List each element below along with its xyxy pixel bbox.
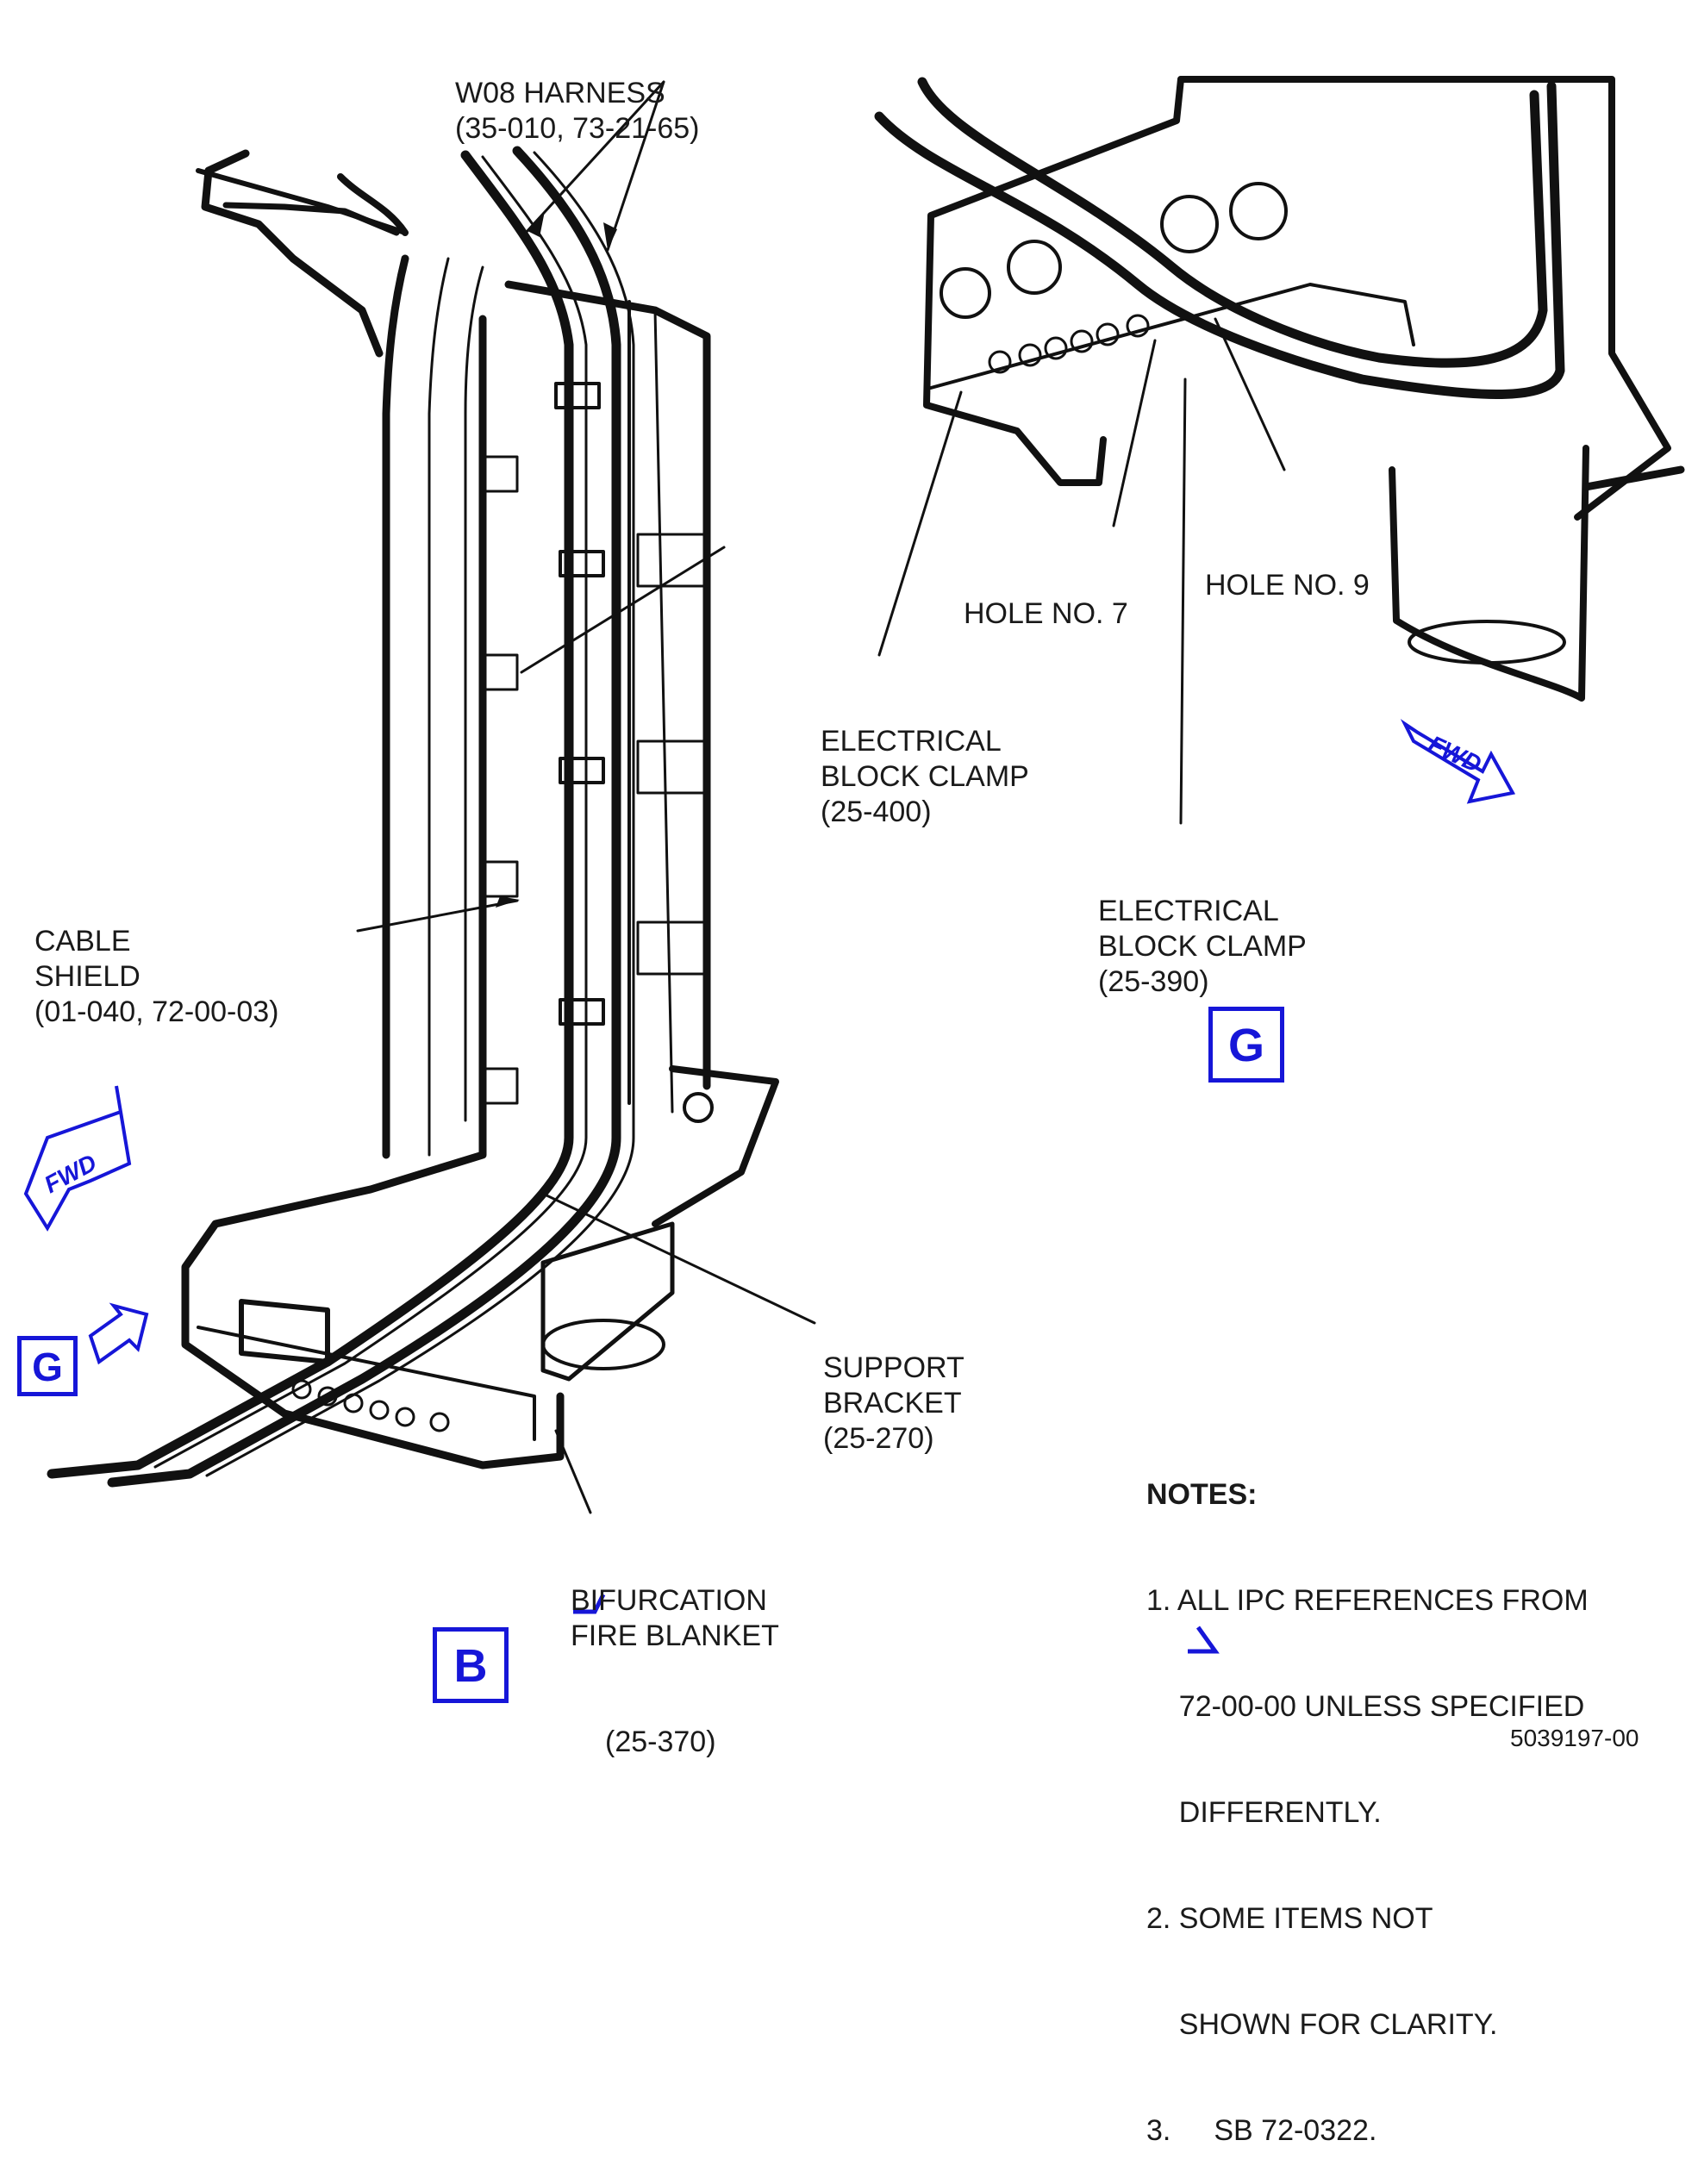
fwd-arrow-right: FWD	[1400, 719, 1516, 804]
figure-number: 5039197-00	[1510, 1725, 1639, 1751]
fwd-label-left: FWD	[40, 1149, 101, 1198]
view-g-arrow	[88, 1302, 149, 1365]
view-label-g-detail: G	[1208, 1007, 1284, 1083]
label-hole-9: HOLE NO. 9	[1205, 569, 1370, 602]
label-hole-7: HOLE NO. 7	[964, 597, 1128, 630]
technical-drawing: FWD FWD	[23, 76, 1685, 1654]
detail-assembly-g	[874, 76, 1685, 702]
change-mark-icon-2	[1188, 1626, 1220, 1654]
bracket-assembly-b	[47, 146, 779, 1488]
note-3: 3.SB 72-0322.	[1146, 2114, 1377, 2147]
fwd-label-right: FWD	[1424, 730, 1485, 777]
leader-lines	[356, 80, 1286, 1514]
notes-title: NOTES:	[1146, 1478, 1258, 1511]
change-mark-icon-1	[573, 1593, 606, 1614]
view-label-b: B	[433, 1627, 509, 1703]
label-w08-harness: W08 HARNESS(35-010, 73-21-65)	[455, 77, 700, 145]
notes-block: NOTES: 1. ALL IPC REFERENCES FROM 72-00-…	[1146, 1478, 1589, 2147]
fwd-arrow-left: FWD	[23, 1085, 132, 1232]
view-label-g-callout: G	[17, 1336, 78, 1396]
